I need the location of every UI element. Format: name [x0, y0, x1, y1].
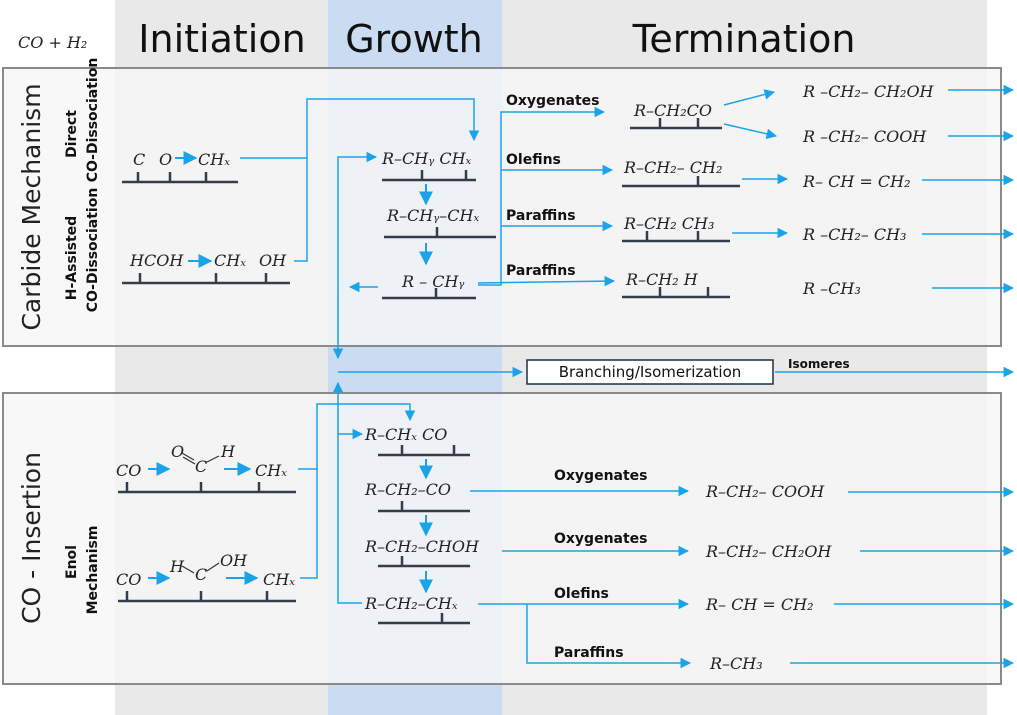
insertion-growth-surfaces	[378, 445, 470, 625]
enol-top-h: H	[220, 442, 236, 461]
carbide-intermediate-4: R–CH₂ H	[625, 270, 699, 289]
carbide-intermediate-surfaces	[622, 118, 740, 299]
enol-mechanism-label: Mechanism	[85, 526, 101, 615]
carbide-label-olefins: Olefins	[506, 152, 561, 168]
carbide-product-paraffin: R –CH₂– CH₃	[802, 225, 906, 244]
carbide-intermediate-2: R–CH₂– CH₂	[623, 158, 722, 177]
isomeres-label: Isomeres	[788, 357, 850, 371]
enol-bottom-h: H	[169, 557, 185, 576]
enol-top-co: CO	[116, 461, 141, 480]
direct-o: O	[159, 150, 172, 169]
carbide-product-methane-chain: R –CH₃	[802, 279, 861, 298]
enol-bottom-oh: OH	[220, 551, 248, 570]
carbide-intermediate-3: R–CH₂ CH₃	[623, 214, 714, 233]
h-assisted-hcoh: HCOH	[129, 251, 184, 270]
carbide-growth-2: R–CHᵧ–CHₓ	[386, 206, 479, 225]
insertion-growth-1: R–CHₓ CO	[364, 425, 447, 444]
insertion-label-oxygenates-1: Oxygenates	[554, 468, 648, 484]
enol-top-bonds	[181, 452, 220, 465]
insertion-product-acid: R–CH₂– COOH	[705, 482, 825, 501]
insertion-init-connector	[298, 403, 416, 579]
insertion-recycle-loop	[337, 405, 364, 604]
branching-label: Branching/Isomerization	[559, 363, 742, 381]
carbide-product-alcohol: R –CH₂– CH₂OH	[802, 82, 935, 101]
initiation-header: Initiation	[138, 17, 305, 61]
carbide-termination-connectors	[477, 106, 616, 287]
carbide-growth-1: R–CHᵧ CHₓ	[381, 149, 472, 168]
carbide-product-acid: R –CH₂– COOH	[802, 127, 927, 146]
direct-c: C	[133, 150, 145, 169]
enol-label: Enol	[64, 545, 80, 579]
carbide-panel	[2, 67, 1002, 347]
co-insertion-title: CO - Insertion	[17, 452, 46, 624]
reactants-label: CO + H₂	[18, 33, 87, 52]
h-assisted-label: H-Assisted	[64, 216, 80, 300]
carbide-product-arrows	[723, 84, 1015, 294]
insertion-label-olefins: Olefins	[554, 586, 609, 602]
carbide-growth-3: R – CHᵧ	[401, 272, 464, 291]
carbide-label-paraffins-1: Paraffins	[506, 208, 576, 224]
growth-header: Growth	[345, 17, 483, 61]
insertion-product-paraffin: R–CH₃	[709, 654, 763, 673]
insertion-product-olefin: R– CH = CH₂	[705, 595, 814, 614]
direct-co-dissociation-label: CO-Dissociation	[85, 58, 101, 183]
insertion-panel	[2, 392, 1002, 685]
branching-box	[526, 359, 774, 385]
enol-top-o: O	[171, 442, 184, 461]
enol-bottom-chx: CHₓ	[263, 570, 295, 589]
growth-recycle-loop	[332, 151, 524, 405]
h-assisted-surface	[122, 273, 290, 285]
enol-bottom-surface	[118, 591, 296, 603]
insertion-growth-3: R–CH₂–CHOH	[364, 537, 480, 556]
carbide-label-paraffins-2: Paraffins	[506, 263, 576, 279]
insertion-label-oxygenates-2: Oxygenates	[554, 531, 648, 547]
carbide-intermediate-1: R–CH₂CO	[633, 101, 712, 120]
termination-header: Termination	[632, 17, 856, 61]
h-assisted-chx: CHₓ	[214, 251, 246, 270]
enol-bottom-bonds	[181, 562, 220, 574]
carbide-product-olefin: R– CH = CH₂	[802, 172, 911, 191]
carbide-init-connector	[240, 98, 480, 262]
carbide-label-oxygenates: Oxygenates	[506, 93, 600, 109]
insertion-growth-4: R–CH₂–CHₓ	[364, 594, 458, 613]
direct-chx: CHₓ	[198, 150, 230, 169]
enol-top-c: C	[195, 457, 207, 476]
h-assisted-co-dissociation-label: CO-Dissociation	[85, 188, 101, 313]
insertion-termination-connectors	[470, 485, 1015, 669]
enol-bottom-co: CO	[116, 570, 141, 589]
enol-top-chx: CHₓ	[255, 461, 287, 480]
carbide-growth-surfaces	[382, 170, 496, 300]
h-assisted-oh: OH	[259, 251, 287, 270]
direct-label: Direct	[64, 110, 80, 158]
direct-dissociation-surface	[122, 172, 238, 184]
insertion-growth-2: R–CH₂–CO	[364, 480, 451, 499]
enol-top-surface	[118, 482, 296, 494]
enol-bottom-c: C	[195, 565, 207, 584]
insertion-label-paraffins: Paraffins	[554, 645, 624, 661]
insertion-product-alcohol: R–CH₂– CH₂OH	[705, 542, 832, 561]
carbide-mechanism-title: Carbide Mechanism	[17, 83, 46, 330]
